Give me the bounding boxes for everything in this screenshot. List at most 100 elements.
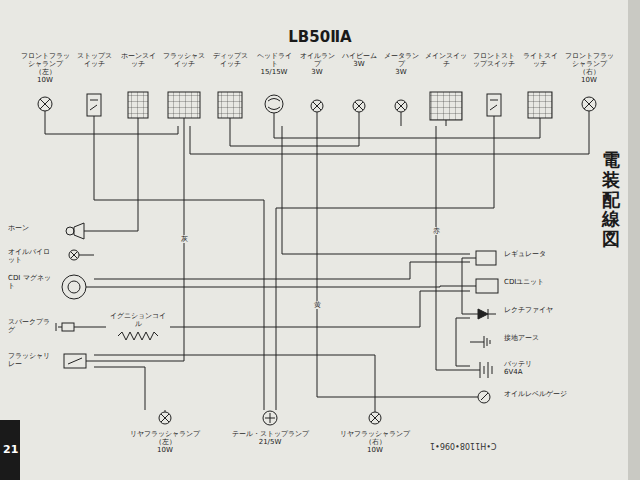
spark-plug-symbol [56,323,94,331]
component-label: CDI マグネット [8,274,54,290]
wire [190,126,589,154]
wire [45,126,178,134]
component-label: バッテリ [504,360,570,368]
rating-label: 15/15W [254,68,294,76]
component-label: ホーン [8,224,54,232]
wire [436,126,470,370]
rating-label: 21/5W [225,438,315,446]
switch-symbol [528,92,552,118]
component-label: メインスイッチ [424,52,468,68]
wire [456,318,470,366]
lead-wire [470,286,476,287]
indicator-lamp: オイルランプ3W [298,52,336,126]
regulator: レギュレータ [470,248,570,268]
dip-switch: ディップスイッチ [210,52,250,126]
spark-plug-symbol [62,323,74,331]
component-label: ディップスイッチ [210,52,250,68]
lead-wire [540,118,541,126]
lamp-symbol [161,410,169,422]
flasher-relay: フラッシャリレー [8,350,94,372]
wire [94,355,375,410]
stop-switch: フロントストップスイッチ [472,52,516,126]
page-number: 21 [3,443,18,456]
magneto-symbol [68,281,80,293]
oil-pilot: オイルパイロット [8,246,94,266]
lead-wire [184,118,185,126]
relay-symbol [68,358,94,364]
wire [282,126,470,254]
lamp-symbol [355,102,363,126]
page-tab [0,420,20,480]
component-label: フロントフラッシャランプ（右） [564,52,614,76]
component-label: フラッシャリレー [8,352,54,368]
component-label: リヤフラッシャランプ（右） [330,430,420,446]
wire [94,367,145,410]
cdi-unit: CDIユニット [470,276,570,296]
main-switch: メインスイッチ [424,52,468,126]
headlight-symbol [265,95,283,113]
component-label: フロントフラッシャランプ（左） [20,52,70,76]
horn: ホーン [8,222,94,240]
wire-color-code: 黄 [313,301,322,309]
rectifier-symbol [470,309,496,319]
wire [94,126,264,410]
battery: バッテリ6V4A [470,358,570,382]
rating-label: 3W [340,60,378,68]
wire [94,126,138,231]
lamp-symbol [313,102,321,126]
wire-color-code: 灰 [180,235,189,243]
component-label: ヘッドライト [254,52,294,68]
switch-symbol [168,92,200,118]
component-label: リヤフラッシャランプ（左） [120,430,210,446]
component-label: ホーンスイッチ [118,52,158,68]
magneto-symbol [62,275,86,299]
wire [276,126,494,410]
rating-label: 10W [564,76,614,84]
meter-lamp: メータランプ3W [382,52,420,126]
horn-switch: ホーンスイッチ [118,52,158,126]
earth: 接地アース [470,332,570,352]
component-label: オイルレベルゲージ [504,390,570,398]
cdi-unit-symbol [476,279,498,293]
component-label: ライトスイッチ [520,52,560,68]
component-label: オイルランプ [298,52,336,68]
component-label: イグニションコイル [110,312,166,328]
wire [274,126,540,138]
wire [94,327,106,328]
switch-symbol [218,92,242,118]
light-switch: ライトスイッチ [520,52,560,126]
battery-symbol [470,362,492,378]
rating-label: 10W [330,446,420,454]
lead-wire [86,287,94,288]
indicator-lamp: ハイビーム3W [340,52,378,126]
rating-label: 10W [120,446,210,454]
component-label: 接地アース [504,334,570,342]
spark-plug: スパークプラグ [8,316,94,338]
gauge-symbol [470,393,488,400]
switch-symbol [87,94,101,116]
flasher-switch: フラッシャスイッチ [162,52,206,126]
coil-symbol [118,332,158,340]
tail-lamp-symbol [263,411,277,425]
component-label: フラッシャスイッチ [162,52,206,68]
wire [230,126,359,146]
rear-flasher-lamp: リヤフラッシャランプ（左）10W [120,410,210,454]
wire [94,126,184,361]
wire [94,262,470,279]
flasher-lamp: フロントフラッシャランプ（右）10W [564,52,614,126]
earth-symbol [470,336,490,348]
rating-label: 3W [382,68,420,76]
headlight-symbol [268,99,280,127]
tail-lamp-symbol [265,413,275,423]
component-label: CDIユニット [504,278,570,286]
component-label: レクチファイヤ [504,306,570,314]
lead-wire [446,120,447,126]
horn-symbol [66,227,74,235]
lead-wire [230,118,231,126]
rectifier-symbol [478,309,488,319]
section-heading: 電装配線図 [602,150,620,249]
ignition-coil: イグニションコイル [106,312,170,342]
rating-label: 3W [298,68,336,76]
rating-label: 10W [20,76,70,84]
